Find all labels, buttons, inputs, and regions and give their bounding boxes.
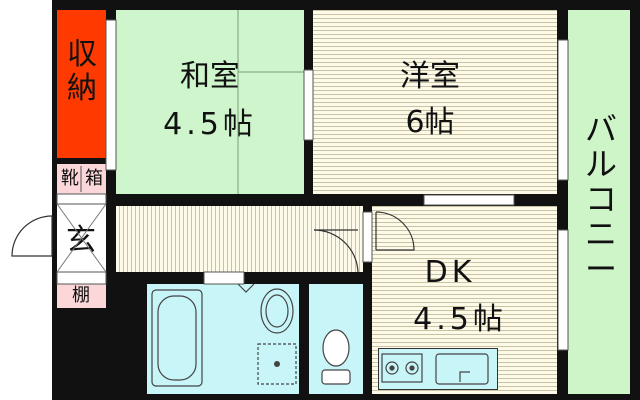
window-openings: [56, 19, 569, 351]
dk-name: DK: [424, 255, 476, 290]
shelf: [57, 284, 106, 308]
western-room-size: 6帖: [405, 105, 455, 140]
japanese-room-name: 和室: [180, 59, 240, 94]
entrance-hatch: [56, 203, 107, 273]
bathroom: [147, 284, 299, 394]
washbasin-icon: [237, 283, 294, 334]
shoe-box-label-2: 箱: [85, 168, 103, 189]
western-room-name: 洋室: [400, 59, 460, 94]
storage-label: 収納: [67, 37, 97, 106]
japanese-room: [116, 10, 304, 194]
tatami-seams: [237, 10, 304, 194]
stove-icon: [381, 353, 423, 383]
shoe-box-label-1: 靴: [61, 168, 79, 189]
dk-door-swing-icon: [375, 211, 415, 251]
shelf-label: 棚: [72, 285, 90, 306]
bathtub-icon: [151, 289, 203, 387]
toilet-door-swing-icon: [313, 229, 359, 273]
sink-icon: [435, 353, 489, 385]
balcony-label: バルコニー: [584, 110, 617, 288]
toilet-icon: [321, 329, 351, 385]
front-door-swing-icon: [0, 215, 53, 257]
storage-closet: [57, 10, 106, 158]
hallway: [116, 206, 363, 272]
washing-machine-area: [257, 343, 297, 385]
balcony: [568, 10, 630, 394]
dk-size: 4.5帖: [413, 302, 507, 337]
western-room: [313, 10, 557, 194]
